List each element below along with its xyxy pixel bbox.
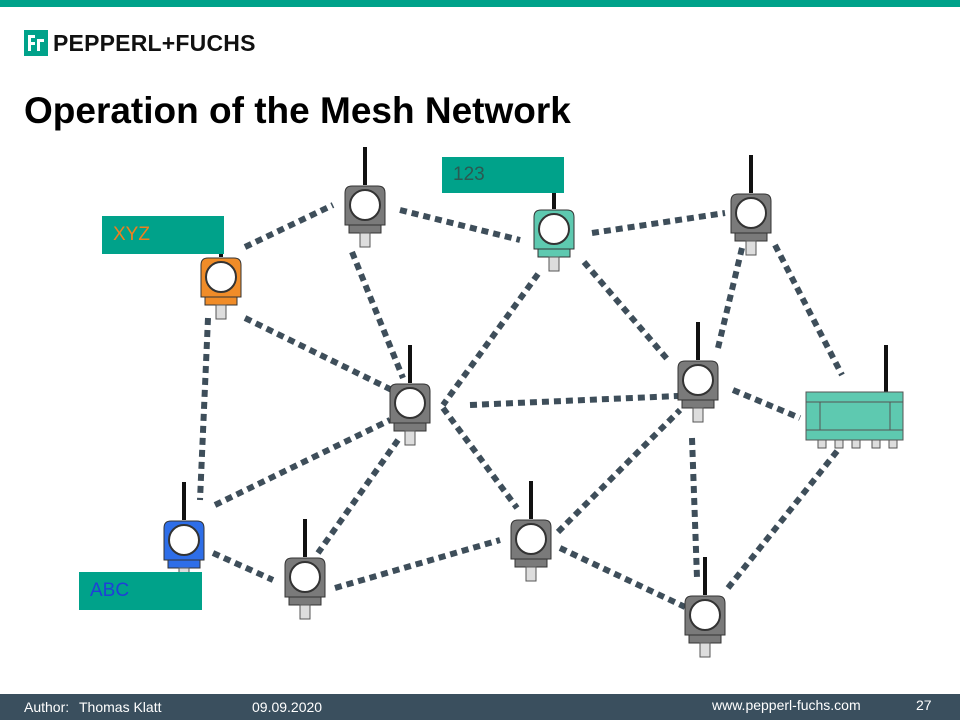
tag-xyz: XYZ	[102, 216, 224, 254]
tag-123: 123	[442, 157, 564, 193]
link	[211, 550, 275, 583]
mesh-links	[197, 202, 845, 610]
link	[725, 448, 841, 590]
brand-logo: PEPPERL+FUCHS	[24, 28, 256, 58]
link	[399, 207, 521, 243]
brand-name: PEPPERL+FUCHS	[53, 29, 256, 56]
link	[581, 260, 671, 362]
link	[440, 272, 541, 407]
field-device	[683, 555, 727, 659]
link	[469, 393, 679, 408]
field-device-abc	[162, 480, 206, 584]
link	[349, 250, 406, 380]
author-name: Thomas Klatt	[79, 699, 162, 715]
footer-date: 09.09.2020	[252, 699, 323, 715]
page-number: 27	[916, 697, 932, 713]
field-device	[509, 479, 553, 583]
link	[558, 545, 687, 610]
footer-bar: Author: Thomas Klatt 09.09.2020 www.pepp…	[0, 694, 960, 720]
pf-logo-icon	[24, 30, 48, 56]
footer-url[interactable]: www.pepperl-fuchs.com	[712, 697, 861, 713]
field-device	[388, 343, 432, 447]
link	[591, 210, 726, 236]
link	[440, 406, 520, 510]
link	[243, 315, 400, 396]
field-device	[729, 153, 773, 257]
field-device	[283, 517, 327, 621]
gateway-device	[805, 345, 904, 449]
tag-abc: ABC	[79, 572, 202, 610]
link	[243, 202, 335, 250]
field-device	[676, 320, 720, 424]
link	[772, 243, 845, 377]
field-device	[343, 145, 387, 249]
top-accent-bar	[0, 0, 960, 7]
author-label: Author:	[24, 699, 70, 715]
link	[213, 417, 392, 508]
link	[731, 387, 802, 421]
link	[334, 537, 501, 591]
link	[315, 438, 401, 555]
link	[689, 437, 700, 579]
link	[715, 247, 745, 349]
link	[555, 407, 683, 535]
link	[197, 317, 211, 501]
slide-title: Operation of the Mesh Network	[24, 90, 571, 131]
